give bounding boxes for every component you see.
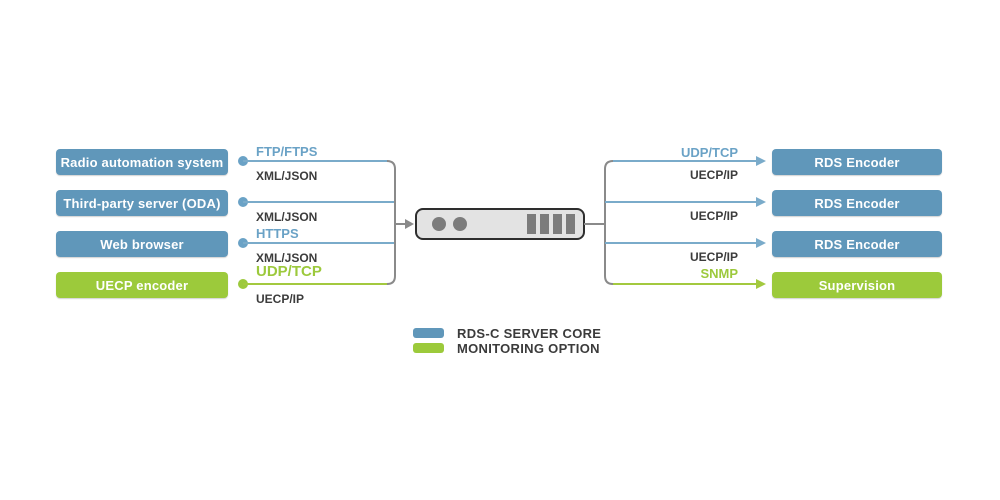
node-rds-encoder-1: RDS Encoder bbox=[772, 149, 942, 175]
node-label: RDS Encoder bbox=[814, 236, 900, 252]
device-vent-icon bbox=[540, 214, 549, 234]
server-device-icon bbox=[415, 208, 585, 240]
node-label: RDS Encoder bbox=[814, 195, 900, 211]
right-bracket bbox=[604, 160, 614, 285]
format-label-xml-json: XML/JSON bbox=[256, 169, 318, 183]
legend-row-server-core: RDS-C SERVER CORE bbox=[413, 325, 602, 341]
device-vent-icon bbox=[566, 214, 575, 234]
device-vent-icon bbox=[527, 214, 536, 234]
node-label: Third-party server (ODA) bbox=[63, 195, 221, 211]
arrowhead-icon bbox=[756, 238, 766, 248]
node-label: UECP encoder bbox=[95, 277, 189, 293]
format-label-uecp-ip: UECP/IP bbox=[689, 250, 738, 264]
legend-row-monitoring-option: MONITORING OPTION bbox=[413, 340, 601, 356]
protocol-label-udp-tcp: UDP/TCP bbox=[256, 263, 322, 280]
format-label-xml-json: XML/JSON bbox=[256, 210, 318, 224]
format-label-uecp-ip: UECP/IP bbox=[689, 168, 738, 182]
legend-swatch-server-core bbox=[413, 328, 444, 338]
arrowhead-icon bbox=[756, 279, 766, 289]
protocol-label-udp-tcp: UDP/TCP bbox=[680, 145, 738, 160]
legend-label: MONITORING OPTION bbox=[457, 340, 600, 356]
arrowhead-icon bbox=[405, 219, 414, 229]
node-rds-encoder-2: RDS Encoder bbox=[772, 190, 942, 216]
arrowhead-icon bbox=[756, 197, 766, 207]
node-third-party-server-oda: Third-party server (ODA) bbox=[56, 190, 228, 216]
device-led-icon bbox=[432, 217, 446, 231]
node-supervision: Supervision bbox=[772, 272, 942, 298]
format-label-xml-json: XML/JSON bbox=[256, 251, 318, 265]
node-uecp-encoder: UECP encoder bbox=[56, 272, 228, 298]
protocol-label-ftp-ftps: FTP/FTPS bbox=[256, 144, 318, 159]
format-label-uecp-ip: UECP/IP bbox=[689, 209, 738, 223]
node-web-browser: Web browser bbox=[56, 231, 228, 257]
protocol-label-snmp: SNMP bbox=[700, 266, 738, 281]
device-vent-icon bbox=[553, 214, 562, 234]
legend: RDS-C SERVER CORE MONITORING OPTION bbox=[413, 326, 601, 356]
node-label: Web browser bbox=[100, 236, 184, 252]
legend-label: RDS-C SERVER CORE bbox=[457, 325, 602, 341]
node-rds-encoder-3: RDS Encoder bbox=[772, 231, 942, 257]
node-label: RDS Encoder bbox=[814, 154, 900, 170]
device-led-icon bbox=[453, 217, 467, 231]
legend-swatch-monitoring-option bbox=[413, 343, 444, 353]
protocol-label-https: HTTPS bbox=[256, 226, 299, 241]
format-label-uecp-ip: UECP/IP bbox=[256, 292, 305, 306]
node-label: Supervision bbox=[818, 277, 896, 293]
node-radio-automation-system: Radio automation system bbox=[56, 149, 228, 175]
left-bracket bbox=[386, 160, 396, 285]
arrowhead-icon bbox=[756, 156, 766, 166]
node-label: Radio automation system bbox=[60, 154, 224, 170]
